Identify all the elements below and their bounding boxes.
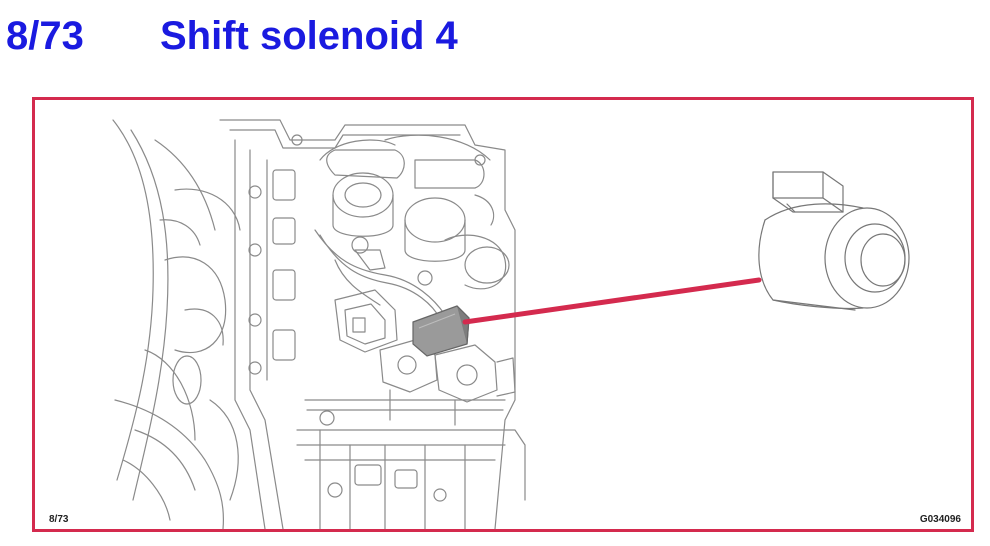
page-title: Shift solenoid 4	[160, 13, 458, 58]
lower-solenoids	[334, 289, 516, 426]
upper-solenoids	[319, 134, 510, 290]
highlighted-solenoid	[412, 305, 470, 357]
wiring-harness	[314, 229, 446, 321]
page-header: 8/73 Shift solenoid 4	[6, 10, 458, 62]
valve-body	[219, 119, 526, 529]
page-number: 8/73	[6, 13, 84, 58]
illustration-frame: 8/73 G034096	[32, 97, 974, 532]
figure-code: G034096	[919, 514, 961, 525]
solenoid-detail	[758, 171, 910, 311]
figure-page-ref: 8/73	[49, 514, 69, 525]
leader-line	[462, 277, 762, 325]
transmission-illustration	[112, 119, 910, 529]
transmission-housing	[112, 119, 241, 529]
